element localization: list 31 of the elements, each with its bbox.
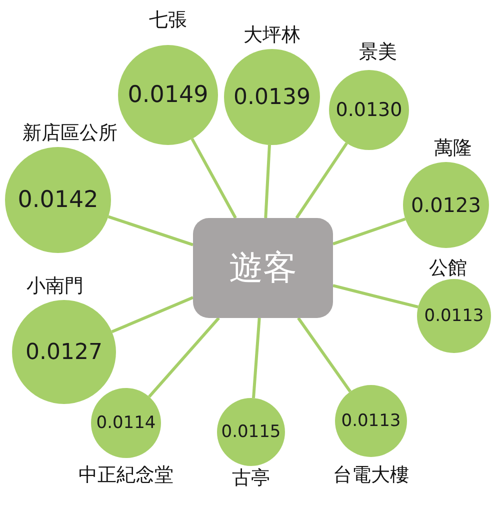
value-circle: 0.0127	[12, 300, 116, 404]
station-label: 萬隆	[434, 136, 472, 161]
connector-line	[264, 144, 271, 218]
value-circle: 0.0113	[335, 385, 407, 457]
station-label: 古亭	[232, 466, 270, 491]
station-label: 新店區公所	[22, 121, 118, 146]
connector-line	[190, 138, 237, 219]
connector-line	[111, 296, 194, 334]
connector-line	[148, 317, 220, 398]
value-circle: 0.0130	[329, 70, 409, 150]
value-circle: 0.0115	[217, 398, 285, 466]
value-circle: 0.0142	[5, 147, 111, 253]
station-label: 台電大樓	[333, 463, 409, 488]
station-label: 大坪林	[244, 23, 300, 48]
station-label: 中正紀念堂	[78, 463, 174, 488]
station-label: 公館	[429, 256, 467, 281]
value-circle: 0.0139	[224, 49, 320, 145]
station-label: 小南門	[26, 274, 84, 299]
connector-line	[108, 215, 194, 246]
station-label: 七張	[149, 8, 187, 33]
value-circle: 0.0149	[118, 45, 218, 145]
connector-line	[332, 218, 406, 246]
connector-line	[295, 142, 348, 219]
connector-line	[252, 318, 261, 398]
connector-line	[332, 284, 418, 308]
value-circle: 0.0114	[91, 388, 161, 458]
station-label: 景美	[359, 40, 397, 65]
value-circle: 0.0113	[417, 279, 491, 353]
connector-line	[297, 317, 352, 392]
value-circle: 0.0123	[403, 162, 489, 248]
center-box: 遊客	[193, 218, 333, 318]
